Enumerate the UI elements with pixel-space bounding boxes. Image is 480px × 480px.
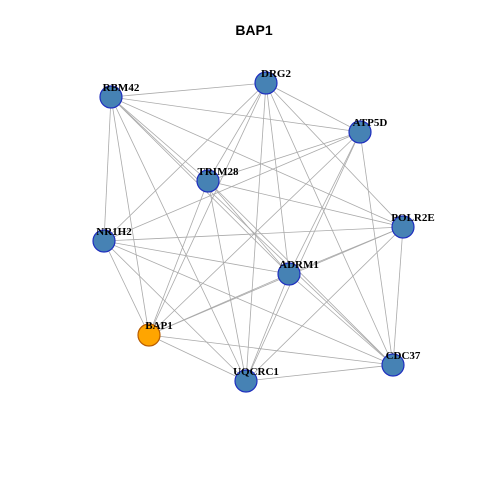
edge-nr1h2-adrm1 — [103, 240, 290, 275]
edge-nr1h2-bap1 — [103, 240, 150, 336]
node-label-trim28: TRIM28 — [198, 166, 239, 178]
edge-rbm42-polr2e — [110, 96, 404, 228]
edge-trim28-bap1 — [148, 180, 209, 336]
node-label-adrm1: ADRM1 — [279, 259, 319, 271]
edge-trim28-uqcrc1 — [207, 180, 247, 382]
edge-rbm42-atp5d — [110, 96, 361, 133]
node-label-uqcrc1: UQCRC1 — [233, 366, 279, 378]
edge-adrm1-cdc37 — [288, 273, 394, 366]
edge-trim28-adrm1 — [207, 180, 290, 275]
node-drg2 — [254, 71, 278, 95]
node-cdc37 — [381, 353, 405, 377]
edge-drg2-polr2e — [265, 82, 404, 228]
edge-uqcrc1-cdc37 — [245, 364, 394, 382]
node-rbm42 — [99, 85, 123, 109]
edge-atp5d-trim28 — [207, 131, 361, 182]
edge-polr2e-bap1 — [148, 226, 404, 336]
node-label-nr1h2: NR1H2 — [96, 226, 132, 238]
node-bap1 — [137, 323, 161, 347]
node-layer — [92, 71, 415, 393]
edge-bap1-uqcrc1 — [148, 334, 247, 382]
node-label-bap1: BAP1 — [145, 320, 173, 332]
edge-nr1h2-uqcrc1 — [103, 240, 247, 382]
edge-rbm42-nr1h2 — [103, 96, 112, 242]
diagram-title: BAP1 — [235, 22, 273, 38]
edge-polr2e-nr1h2 — [103, 226, 404, 242]
node-trim28 — [196, 169, 220, 193]
node-atp5d — [348, 120, 372, 144]
edge-polr2e-cdc37 — [392, 226, 404, 366]
edge-atp5d-cdc37 — [359, 131, 394, 366]
node-label-rbm42: RBM42 — [103, 82, 140, 94]
edge-rbm42-uqcrc1 — [110, 96, 247, 382]
edge-atp5d-adrm1 — [288, 131, 361, 275]
edge-rbm42-drg2 — [110, 82, 267, 98]
node-label-polr2e: POLR2E — [391, 212, 434, 224]
edge-drg2-atp5d — [265, 82, 361, 133]
node-nr1h2 — [92, 229, 116, 253]
edge-polr2e-uqcrc1 — [245, 226, 404, 382]
node-adrm1 — [277, 262, 301, 286]
node-label-drg2: DRG2 — [261, 68, 291, 80]
edge-adrm1-uqcrc1 — [245, 273, 290, 382]
edge-rbm42-trim28 — [110, 96, 209, 182]
node-uqcrc1 — [234, 369, 258, 393]
edge-drg2-cdc37 — [265, 82, 394, 366]
edge-drg2-trim28 — [207, 82, 267, 182]
edge-bap1-cdc37 — [148, 334, 394, 366]
edge-drg2-adrm1 — [265, 82, 290, 275]
node-label-atp5d: ATP5D — [353, 117, 388, 129]
edge-nr1h2-cdc37 — [103, 240, 394, 366]
edge-trim28-polr2e — [207, 180, 404, 228]
edge-atp5d-uqcrc1 — [245, 131, 361, 382]
edge-adrm1-bap1 — [148, 273, 290, 336]
edge-drg2-bap1 — [148, 82, 267, 336]
edge-layer — [103, 82, 404, 382]
node-label-cdc37: CDC37 — [386, 350, 421, 362]
node-polr2e — [391, 215, 415, 239]
edge-atp5d-bap1 — [148, 131, 361, 336]
edge-drg2-nr1h2 — [103, 82, 267, 242]
